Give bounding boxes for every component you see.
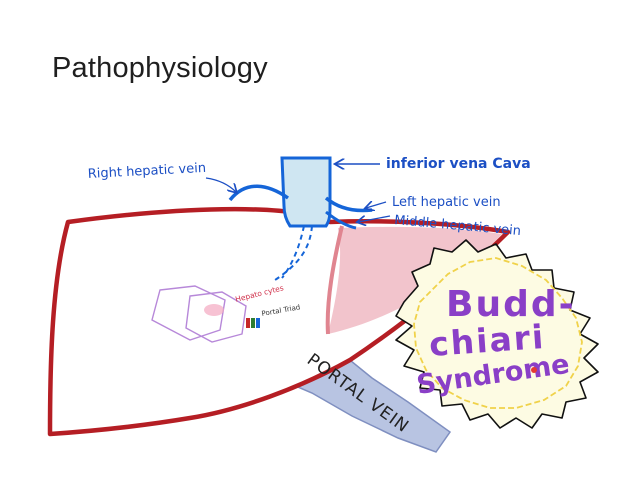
middle-hepatic-vein — [325, 210, 357, 230]
lobule-sketch — [185, 291, 247, 343]
lobule-sketch — [151, 285, 226, 341]
burst-line-1: Budd- — [446, 284, 576, 325]
starburst-inner-ring — [413, 257, 583, 409]
portal-triad-marker — [251, 318, 255, 328]
ivc-shape — [280, 156, 332, 228]
slide-title: Pathophysiology — [52, 52, 268, 84]
middle-vein-label-arrow — [358, 215, 391, 222]
portal-triad-marker — [256, 318, 260, 328]
left-hepatic-vein-label: Left hepatic vein — [392, 195, 501, 210]
right-hepatic-vein-label: Right hepatic vein — [87, 161, 206, 182]
starburst-shape — [395, 239, 599, 429]
burst-line-2: chiari — [428, 317, 547, 364]
portal-triad-marker — [246, 318, 250, 328]
left-hepatic-vein — [324, 196, 373, 213]
falciform-ligament — [325, 225, 344, 335]
red-dot — [531, 367, 537, 373]
left-vein-label-arrow — [366, 202, 387, 208]
hepatic-vein-branch — [281, 225, 305, 279]
right-hepatic-vein — [228, 184, 290, 202]
hepatic-vein-branch — [271, 225, 313, 283]
ivc-label: inferior vena Cava — [386, 156, 531, 172]
hepatocyte-cluster — [204, 304, 224, 316]
right-vein-label-arrow — [205, 177, 236, 192]
